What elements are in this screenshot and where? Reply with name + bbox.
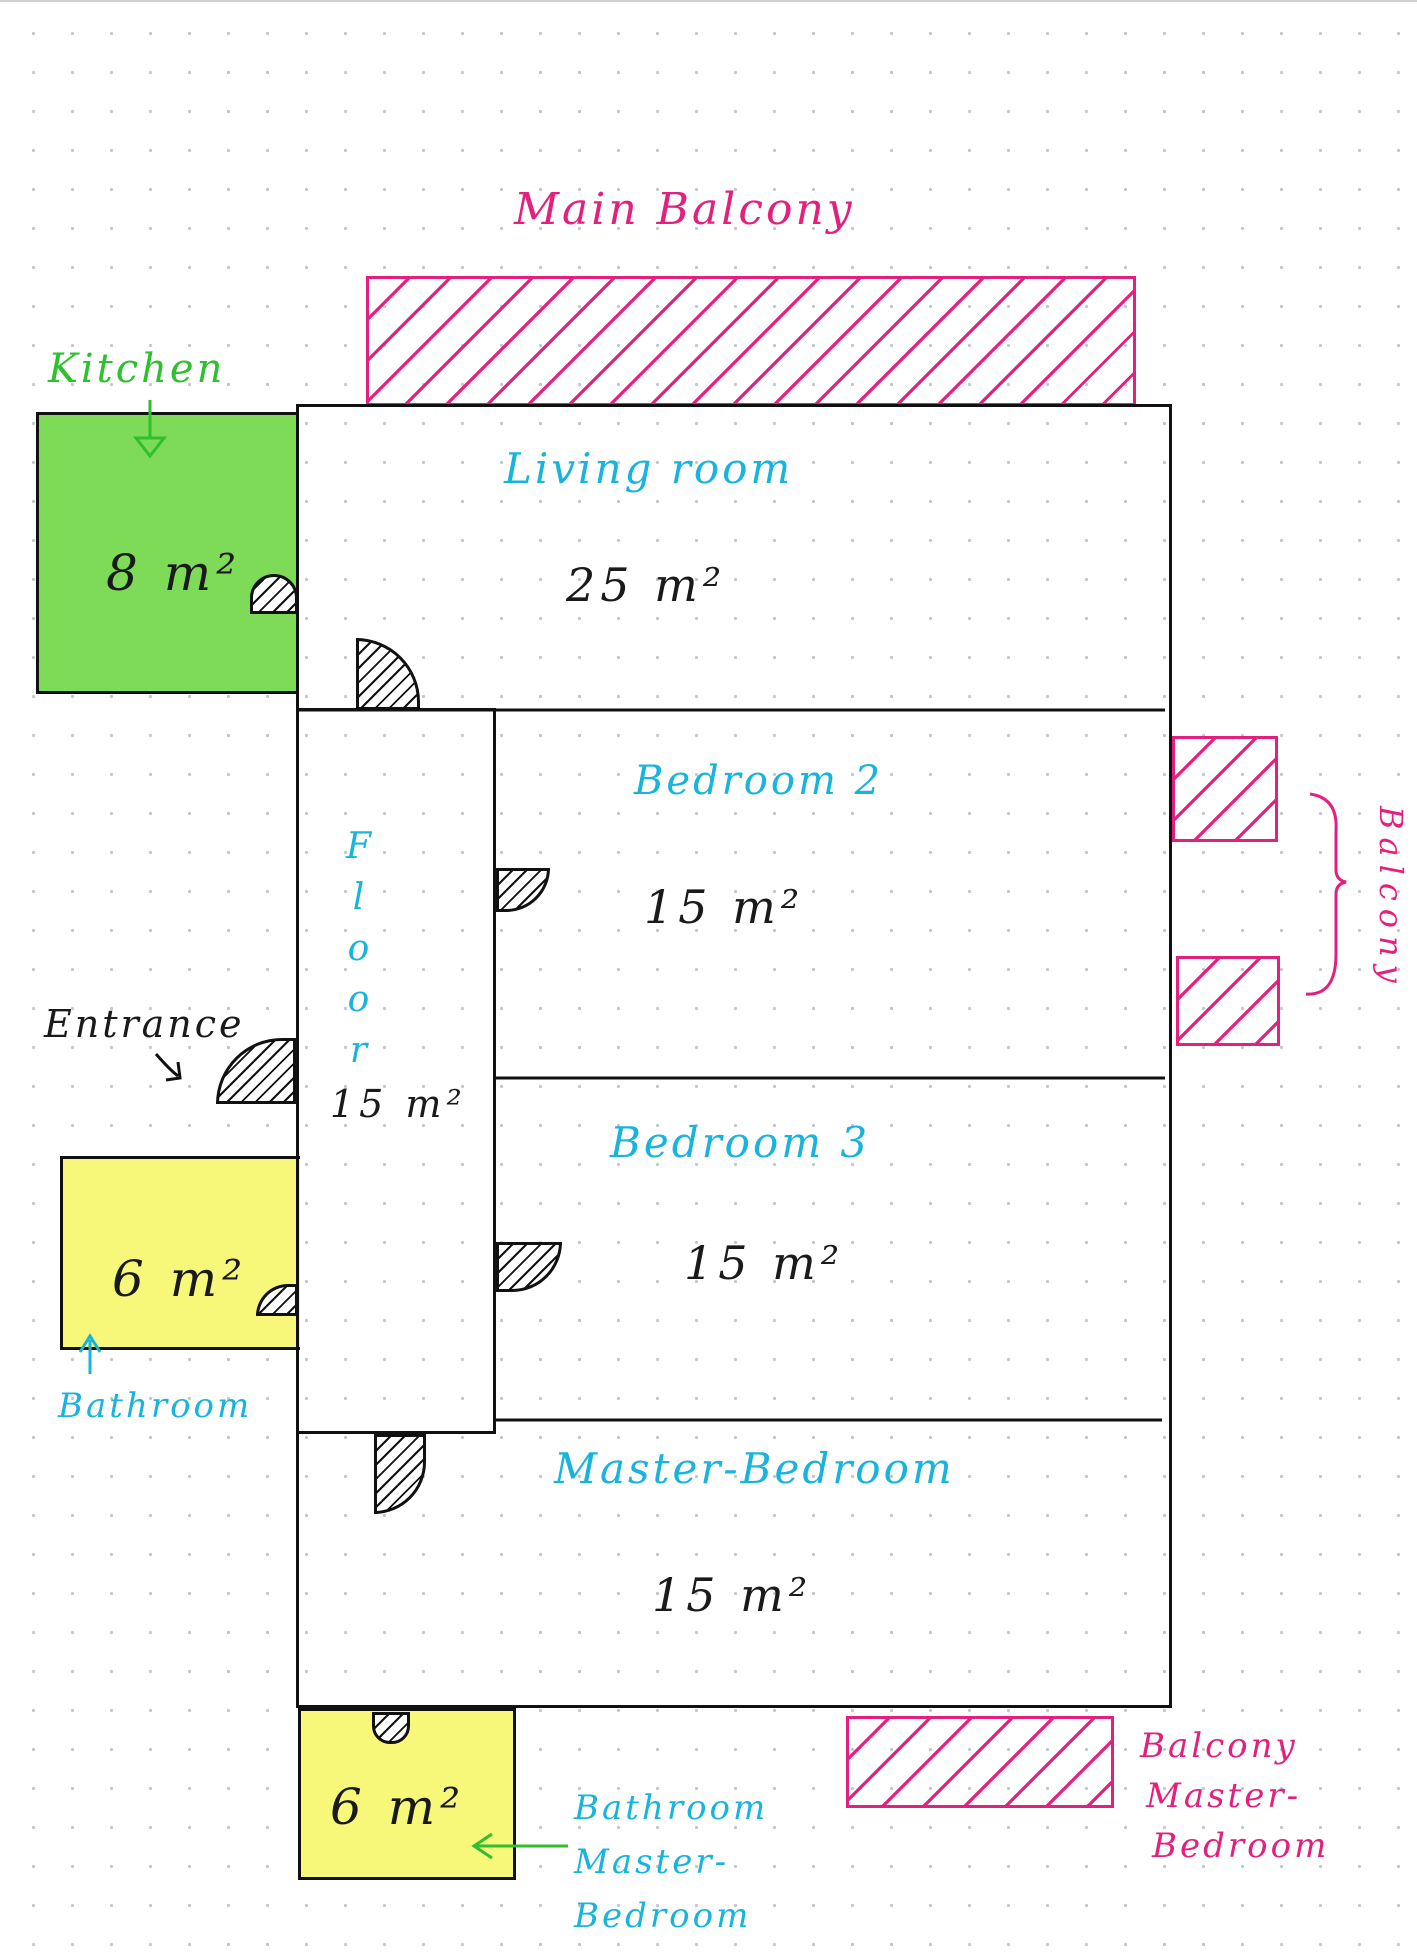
label-bathroom: Bathroom — [58, 1386, 253, 1426]
label-master-bedroom: Master-Bedroom — [554, 1444, 955, 1493]
side-balcony-bottom — [1176, 956, 1280, 1046]
master-balcony — [846, 1716, 1114, 1808]
door-living — [356, 638, 420, 710]
kitchen-room — [36, 412, 298, 694]
label-balcony-master-1: Balcony — [1140, 1726, 1298, 1766]
label-side-balcony: Balcony — [1372, 806, 1410, 991]
area-bathroom-master: 6 m² — [330, 1778, 466, 1836]
label-kitchen: Kitchen — [48, 346, 226, 392]
label-bedroom-2: Bedroom 2 — [634, 758, 884, 804]
label-entrance: Entrance — [44, 1002, 245, 1046]
area-floor: 15 m² — [330, 1082, 467, 1126]
door-bathroom-master — [372, 1712, 410, 1744]
apartment-outline — [296, 404, 1172, 1708]
side-balcony-top — [1172, 736, 1278, 842]
area-kitchen: 8 m² — [106, 544, 242, 602]
top-border — [0, 0, 1417, 2]
area-bathroom: 6 m² — [112, 1250, 248, 1308]
area-living-room: 25 m² — [566, 558, 727, 612]
label-bathroom-master-3: Bedroom — [574, 1896, 752, 1936]
area-master-bedroom: 15 m² — [652, 1568, 813, 1622]
label-balcony-master-3: Bedroom — [1152, 1826, 1330, 1866]
bathroom-room — [60, 1156, 300, 1350]
area-bedroom-3: 15 m² — [684, 1236, 845, 1290]
label-floor: Floor — [338, 826, 379, 1081]
label-main-balcony: Main Balcony — [514, 184, 855, 235]
label-bathroom-master-2: Master- — [574, 1842, 730, 1882]
area-bedroom-2: 15 m² — [644, 880, 805, 934]
label-bathroom-master-1: Bathroom — [574, 1788, 769, 1828]
label-living-room: Living room — [504, 444, 794, 493]
door-kitchen — [250, 574, 298, 614]
label-bedroom-3: Bedroom 3 — [610, 1118, 871, 1167]
label-balcony-master-2: Master- — [1146, 1776, 1302, 1816]
